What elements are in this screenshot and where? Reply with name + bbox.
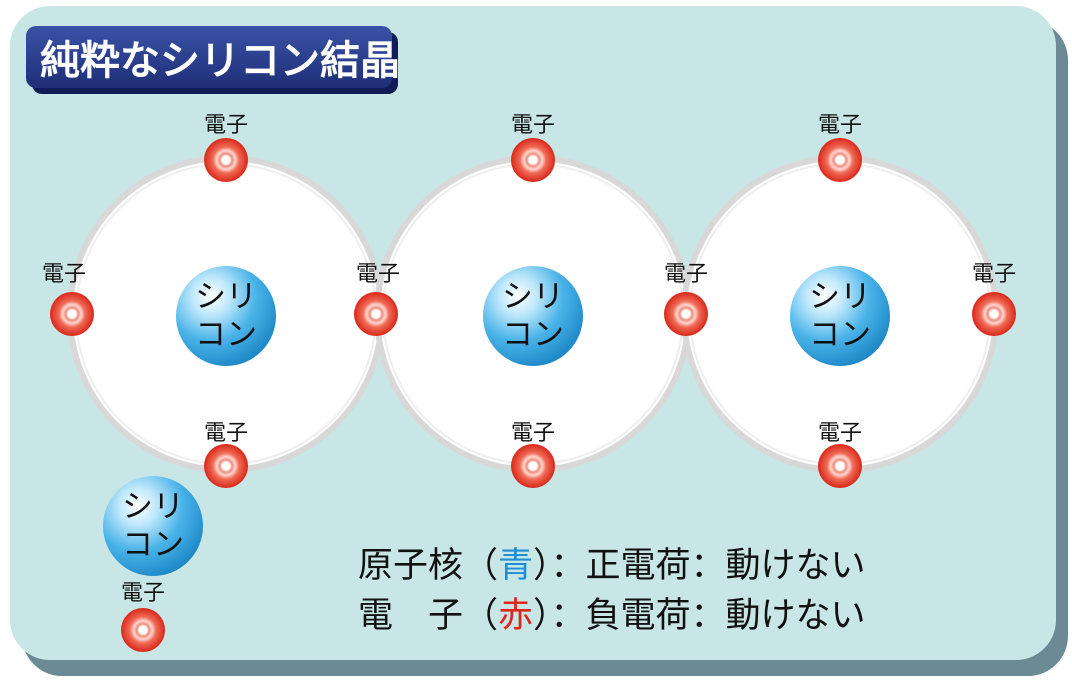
electron-atom3-bottom: 電子 bbox=[818, 421, 862, 488]
electron-label: 電子 bbox=[818, 421, 862, 446]
electron-label: 電子 bbox=[972, 262, 1016, 287]
electron-atom1-bottom: 電子 bbox=[204, 421, 248, 488]
nucleus-label-line2: コン bbox=[122, 527, 184, 563]
electron-atom1-left: 電子 bbox=[42, 262, 94, 336]
nucleus-label-line2: コン bbox=[195, 317, 257, 353]
nucleus-label-line1: シリ bbox=[809, 279, 871, 315]
electron-atom2-bottom: 電子 bbox=[511, 421, 555, 488]
electron-label: 電子 bbox=[204, 113, 248, 138]
legend-electron-color-word: 赤 bbox=[498, 596, 533, 636]
electron-label: 電子 bbox=[356, 262, 400, 287]
nucleus-label-line1: シリ bbox=[122, 489, 184, 525]
electron-atom1-right: 電子 bbox=[354, 262, 400, 336]
electron-atom3-right: 電子 bbox=[972, 262, 1016, 336]
nucleus-label-line1: シリ bbox=[195, 279, 257, 315]
electron-label: 電子 bbox=[511, 421, 555, 446]
nucleus-label-line2: コン bbox=[809, 317, 871, 353]
legend-nucleus-suffix: ） bbox=[533, 546, 551, 586]
electron-atom2-top: 電子 bbox=[511, 113, 555, 182]
legend-electron-sample: 電子 bbox=[121, 581, 165, 652]
legend-electron-prefix: 電 子（ bbox=[358, 596, 498, 636]
electron-label: 電子 bbox=[204, 421, 248, 446]
nucleus-label-line2: コン bbox=[502, 317, 564, 353]
electron-atom1-top: 電子 bbox=[204, 113, 248, 182]
legend-nucleus-prefix: 原子核（ bbox=[358, 546, 498, 586]
silicon-nucleus-1: シリ コン bbox=[176, 266, 276, 366]
nucleus-label-line1: シリ bbox=[502, 279, 564, 315]
electron-label: 電子 bbox=[664, 262, 708, 287]
electron-label: 電子 bbox=[121, 581, 165, 606]
legend-nucleus-line: 原子核（青）：正電荷：動けない bbox=[358, 546, 866, 586]
electron-label: 電子 bbox=[42, 262, 86, 287]
legend-nucleus-description: ：正電荷：動けない bbox=[551, 546, 866, 586]
page-title: 純粋なシリコン結晶 bbox=[40, 38, 400, 84]
legend: 原子核（青）：正電荷：動けない 電 子（赤）：負電荷：動けない bbox=[358, 546, 866, 636]
title-badge: 純粋なシリコン結晶 bbox=[26, 26, 400, 94]
silicon-nucleus-3: シリ コン bbox=[790, 266, 890, 366]
legend-electron-line: 電 子（赤）：負電荷：動けない bbox=[358, 596, 866, 636]
electron-label: 電子 bbox=[818, 113, 862, 138]
legend-nucleus-sample: シリ コン bbox=[103, 476, 203, 576]
electron-label: 電子 bbox=[511, 113, 555, 138]
legend-nucleus-color-word: 青 bbox=[498, 546, 533, 586]
legend-electron-suffix: ） bbox=[533, 596, 551, 636]
legend-electron-description: ：負電荷：動けない bbox=[551, 596, 866, 636]
electron-atom3-top: 電子 bbox=[818, 113, 862, 182]
electron-atom2-right: 電子 bbox=[664, 262, 708, 336]
silicon-nucleus-2: シリ コン bbox=[483, 266, 583, 366]
